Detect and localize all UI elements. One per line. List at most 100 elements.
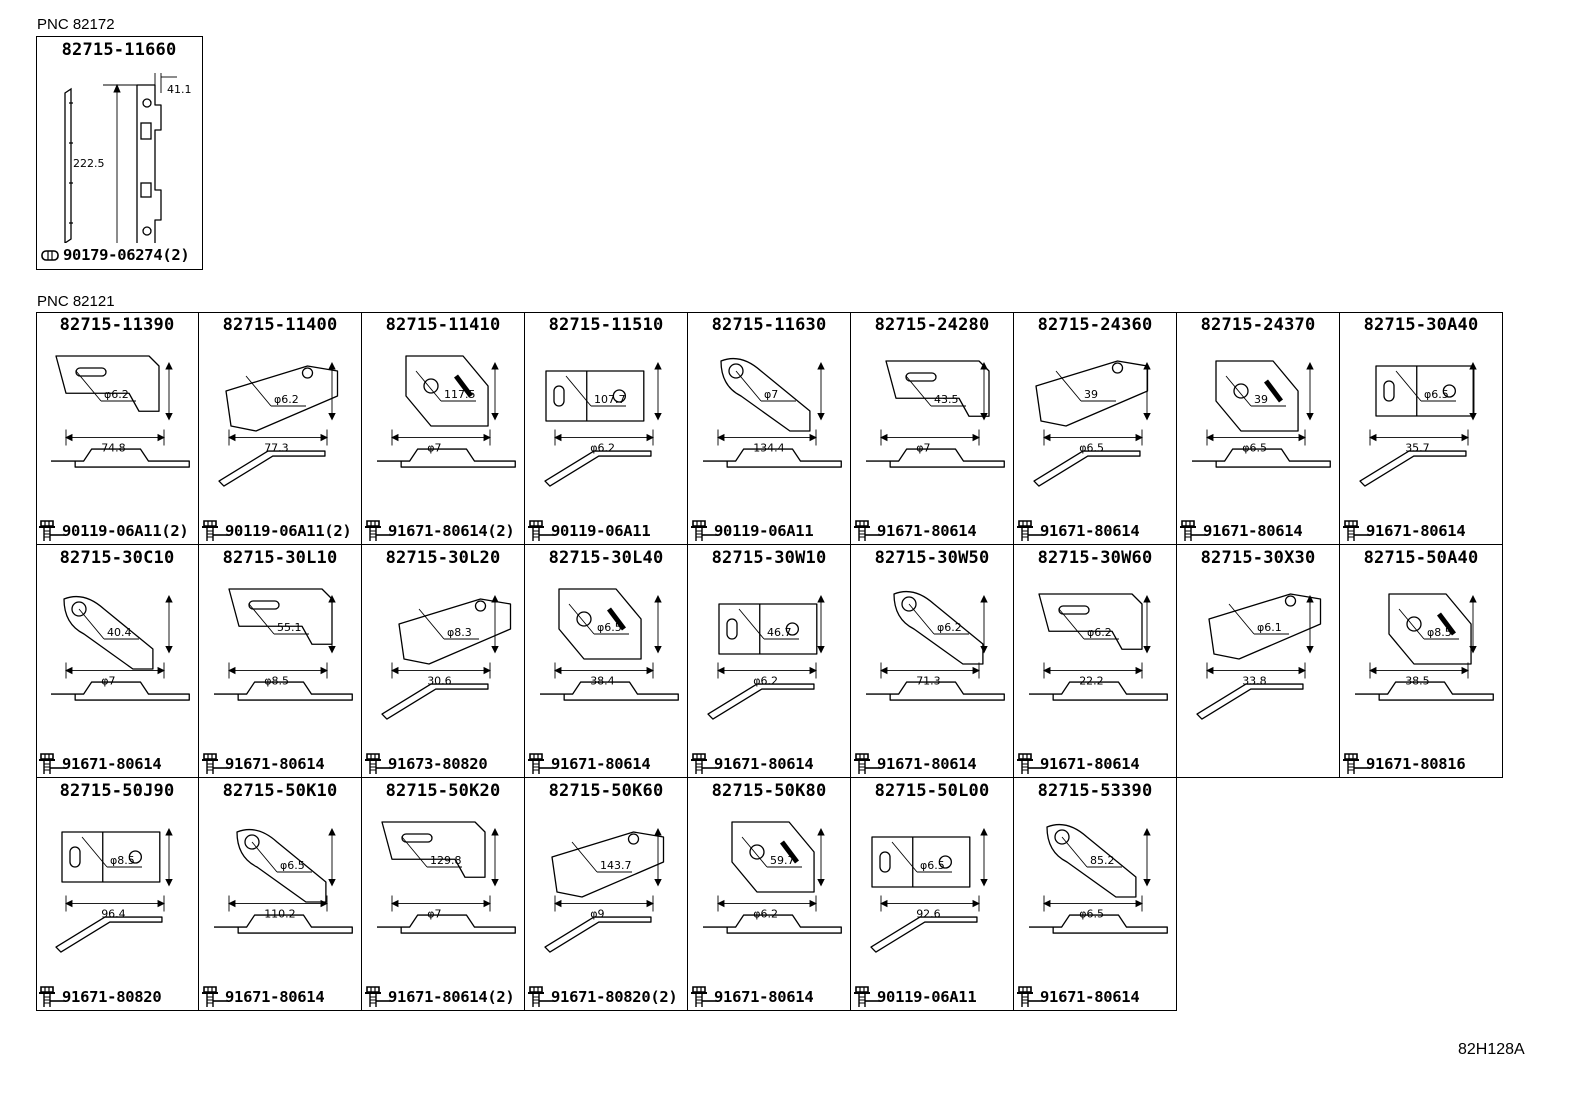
fastener[interactable]: 91671-80816 (1342, 753, 1466, 775)
fastener[interactable]: 91671-80614 (853, 520, 977, 542)
fastener-part-number[interactable]: 91671-80614 (714, 988, 814, 1006)
fastener[interactable]: 91671-80820 (38, 986, 162, 1008)
part-number[interactable]: 82715-30W10 (711, 548, 827, 568)
part-number[interactable]: 82715-11400 (222, 315, 338, 335)
part-number[interactable]: 82715-50J90 (59, 781, 175, 801)
fastener[interactable]: 90119-06A11 (690, 520, 814, 542)
part-number[interactable]: 82715-50K20 (385, 781, 501, 801)
part-number[interactable]: 82715-30L10 (222, 548, 338, 568)
fastener-part-number[interactable]: 91671-80614 (225, 755, 325, 773)
fastener-part-number[interactable]: 91671-80614(2) (388, 522, 515, 540)
fastener[interactable]: 90119-06A11 (853, 986, 977, 1008)
fastener-part-number[interactable]: 91671-80816 (1366, 755, 1466, 773)
fastener-part-number[interactable]: 90119-06A11 (551, 522, 651, 540)
fastener-part-number[interactable]: 90119-06A11 (714, 522, 814, 540)
part-number[interactable]: 82715-30L40 (548, 548, 664, 568)
part-number[interactable]: 82715-50K60 (548, 781, 664, 801)
fastener-part-number[interactable]: 91671-80820 (62, 988, 162, 1006)
fastener[interactable]: 91671-80820(2) (527, 986, 678, 1008)
fastener[interactable]: 91671-80614 (1016, 986, 1140, 1008)
part-number[interactable]: 82715-50K80 (711, 781, 827, 801)
fastener[interactable]: 91671-80614 (690, 753, 814, 775)
part-number[interactable]: 82715-30C10 (59, 548, 175, 568)
fastener[interactable]: 91671-80614 (201, 753, 325, 775)
fastener[interactable]: 90119-06A11(2) (201, 520, 352, 542)
fastener[interactable]: 91671-80614 (1016, 753, 1140, 775)
fastener-part-number[interactable]: 91671-80614 (62, 755, 162, 773)
part-number[interactable]: 82715-50L00 (874, 781, 990, 801)
fastener-part-number[interactable]: 91671-80614 (714, 755, 814, 773)
part-number[interactable]: 82715-11630 (711, 315, 827, 335)
fastener[interactable]: 90119-06A11 (527, 520, 651, 542)
fastener-part-number[interactable]: 91671-80614 (1040, 988, 1140, 1006)
part-number[interactable]: 82715-30X30 (1200, 548, 1316, 568)
fastener[interactable]: 91671-80614 (1179, 520, 1303, 542)
part-number[interactable]: 82715-11510 (548, 315, 664, 335)
fastener[interactable]: 91671-80614(2) (364, 520, 515, 542)
fastener-part-number[interactable]: 91671-80614 (877, 522, 977, 540)
part-number[interactable]: 82715-11390 (59, 315, 175, 335)
fastener-part-number[interactable]: 91671-80614 (551, 755, 651, 773)
fastener-part-number[interactable]: 90119-06A11(2) (225, 522, 352, 540)
fastener[interactable]: 91671-80614 (853, 753, 977, 775)
fastener[interactable]: 91671-80614(2) (364, 986, 515, 1008)
fastener-part-number[interactable]: 91671-80614 (877, 755, 977, 773)
part-number[interactable]: 82715-30W50 (874, 548, 990, 568)
fastener-part-number[interactable]: 91671-80614 (1203, 522, 1303, 540)
fastener[interactable]: 90179-06274(2) (39, 244, 190, 266)
part-number[interactable]: 82715-53390 (1037, 781, 1153, 801)
part-number[interactable]: 82715-24280 (874, 315, 990, 335)
fastener[interactable]: 91671-80614 (38, 753, 162, 775)
fastener[interactable]: 91671-80614 (201, 986, 325, 1008)
fastener-part-number[interactable]: 90179-06274(2) (63, 246, 190, 264)
part-number[interactable]: 82715-50A40 (1363, 548, 1479, 568)
fastener-part-number[interactable]: 91671-80614 (225, 988, 325, 1006)
part-number[interactable]: 82715-30L20 (385, 548, 501, 568)
part-number[interactable]: 82715-11410 (385, 315, 501, 335)
fastener-part-number[interactable]: 91671-80614(2) (388, 988, 515, 1006)
part-number[interactable]: 82715-30A40 (1363, 315, 1479, 335)
fastener-part-number[interactable]: 91671-80614 (1040, 522, 1140, 540)
part-number[interactable]: 82715-11660 (61, 40, 177, 60)
fastener[interactable]: 91671-80614 (690, 986, 814, 1008)
fastener[interactable]: 91673-80820 (364, 753, 488, 775)
fastener[interactable]: 91671-80614 (527, 753, 651, 775)
fastener-part-number[interactable]: 91671-80820(2) (551, 988, 678, 1006)
fastener-part-number[interactable]: 91673-80820 (388, 755, 488, 773)
fastener-part-number[interactable]: 91671-80614 (1366, 522, 1466, 540)
part-number[interactable]: 82715-24360 (1037, 315, 1153, 335)
fastener[interactable]: 91671-80614 (1016, 520, 1140, 542)
part-number[interactable]: 82715-30W60 (1037, 548, 1153, 568)
part-number[interactable]: 82715-50K10 (222, 781, 338, 801)
fastener-part-number[interactable]: 90119-06A11(2) (62, 522, 189, 540)
fastener-part-number[interactable]: 90119-06A11 (877, 988, 977, 1006)
fastener[interactable]: 90119-06A11(2) (38, 520, 189, 542)
fastener[interactable]: 91671-80614 (1342, 520, 1466, 542)
